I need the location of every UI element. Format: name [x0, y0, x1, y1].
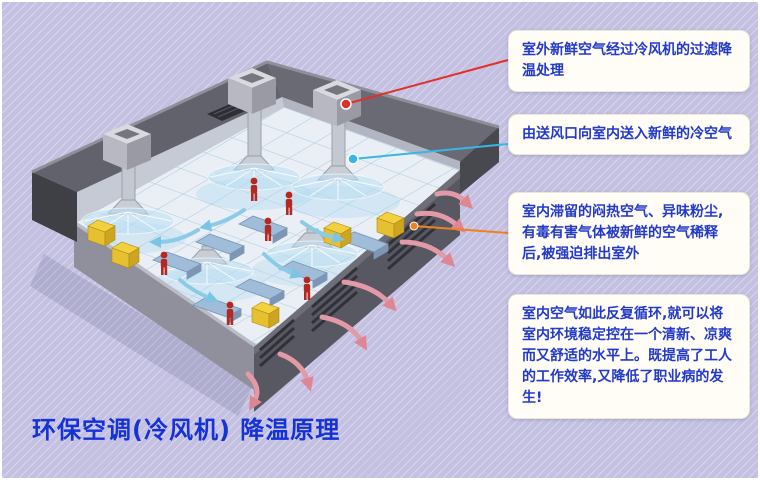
workbench: [278, 260, 328, 289]
leader-line-supply: [352, 143, 509, 160]
rooftop-unit: [228, 68, 276, 114]
machine: [111, 241, 140, 269]
leader-dot-supply: [347, 153, 359, 165]
diffuser: [291, 165, 385, 201]
machine: [376, 211, 405, 239]
page-title: 环保空调(冷风机) 降温原理: [32, 416, 341, 444]
machine: [251, 301, 280, 329]
worker: [303, 276, 311, 300]
supply-air-arrows: [149, 208, 345, 303]
leader-dot-exhaust: [409, 221, 419, 231]
diffuser: [207, 155, 301, 191]
exhaust-air-arrows: [245, 190, 474, 411]
worker: [250, 177, 258, 201]
callout-outdoor-intake: 室外新鲜空气经过冷风机的过滤降温处理: [508, 30, 750, 92]
worker: [226, 301, 234, 325]
worker: [264, 217, 272, 241]
callout-supply-vent: 由送风口向室内送入新鲜的冷空气: [508, 114, 750, 155]
rooftop-cooling-units: [103, 68, 361, 170]
callout-exhaust: 室内滞留的闷热空气、异味粉尘,有毒有害气体被新鲜的空气稀释后,被强迫排出室外: [508, 192, 750, 275]
worker: [160, 251, 168, 275]
machines: [87, 211, 405, 329]
callout-circulation: 室内空气如此反复循环,就可以将室内环境稳定控在一个清新、凉爽而又舒适的水平上。既…: [508, 294, 750, 419]
workbench: [238, 215, 288, 244]
leader-lines: [340, 59, 509, 234]
workbench: [235, 278, 285, 307]
workers: [160, 177, 311, 325]
ground-shadow: [30, 254, 254, 416]
machine: [87, 219, 116, 247]
leader-dot-intake: [340, 98, 352, 110]
leader-line-intake: [345, 59, 509, 105]
workbench: [195, 233, 245, 262]
worker: [285, 191, 293, 215]
leader-line-exhaust: [413, 225, 509, 234]
rooftop-unit: [103, 124, 151, 170]
